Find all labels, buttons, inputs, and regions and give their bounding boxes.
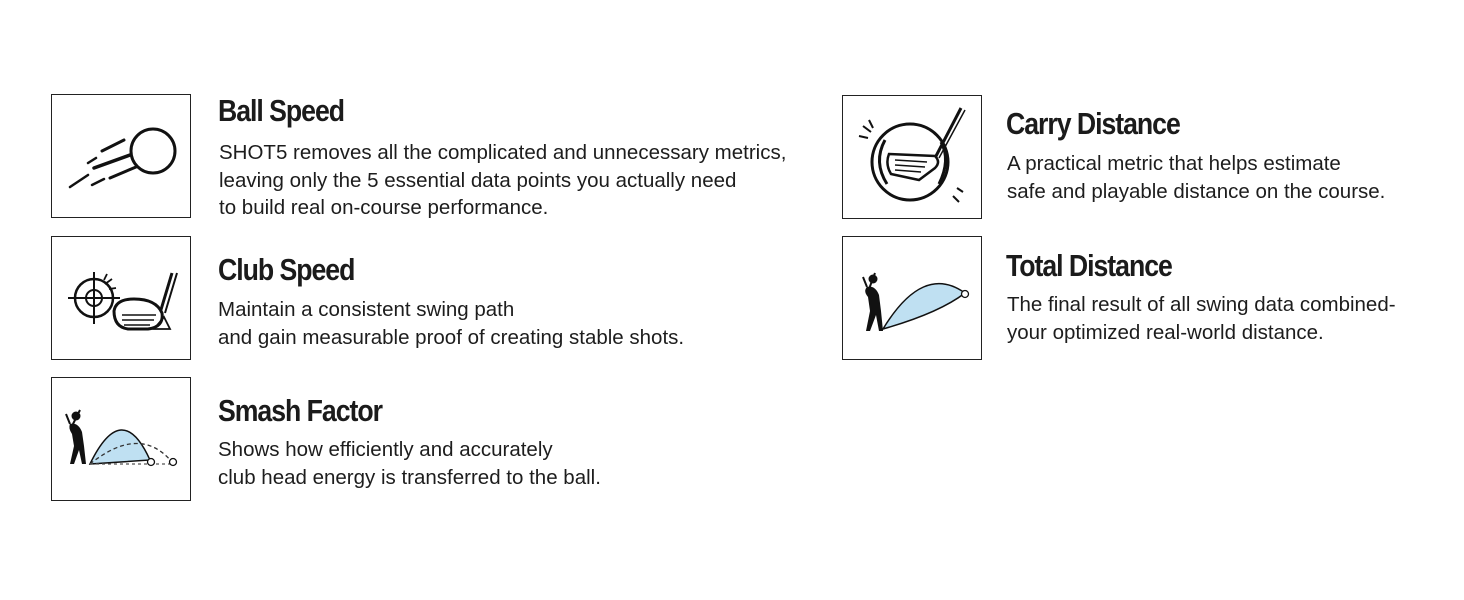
club-speed-icon (51, 236, 191, 360)
carry-distance-icon (842, 95, 982, 219)
feature-title: Ball Speed (218, 93, 345, 128)
ball-speed-icon (51, 94, 191, 218)
description-line: The final result of all swing data combi… (1007, 293, 1396, 316)
total-distance-icon (842, 236, 982, 360)
feature-title: Smash Factor (218, 393, 383, 428)
description-line: Shows how efficiently and accurately (218, 438, 553, 461)
description-line: SHOT5 removes all the complicated and un… (219, 141, 787, 164)
description-line: leaving only the 5 essential data points… (219, 168, 737, 192)
feature-description: Shows how efficiently and accurately clu… (218, 436, 601, 491)
description-line: A practical metric that helps estimate (1007, 152, 1341, 175)
description-line: to build real on-course performance. (219, 196, 549, 219)
description-line: safe and playable distance on the course… (1007, 179, 1386, 203)
feature-description: A practical metric that helps estimate s… (1007, 150, 1385, 205)
description-line: club head energy is transferred to the b… (218, 465, 601, 489)
feature-description: SHOT5 removes all the complicated and un… (219, 139, 786, 222)
description-line: your optimized real-world distance. (1007, 320, 1324, 344)
description-line: Maintain a consistent swing path (218, 298, 515, 321)
feature-title: Carry Distance (1006, 106, 1181, 141)
feature-title: Club Speed (218, 252, 355, 287)
description-line: and gain measurable proof of creating st… (218, 325, 685, 349)
smash-factor-icon (51, 377, 191, 501)
feature-description: Maintain a consistent swing path and gai… (218, 296, 684, 351)
feature-description: The final result of all swing data combi… (1007, 291, 1396, 346)
feature-title: Total Distance (1006, 248, 1173, 283)
